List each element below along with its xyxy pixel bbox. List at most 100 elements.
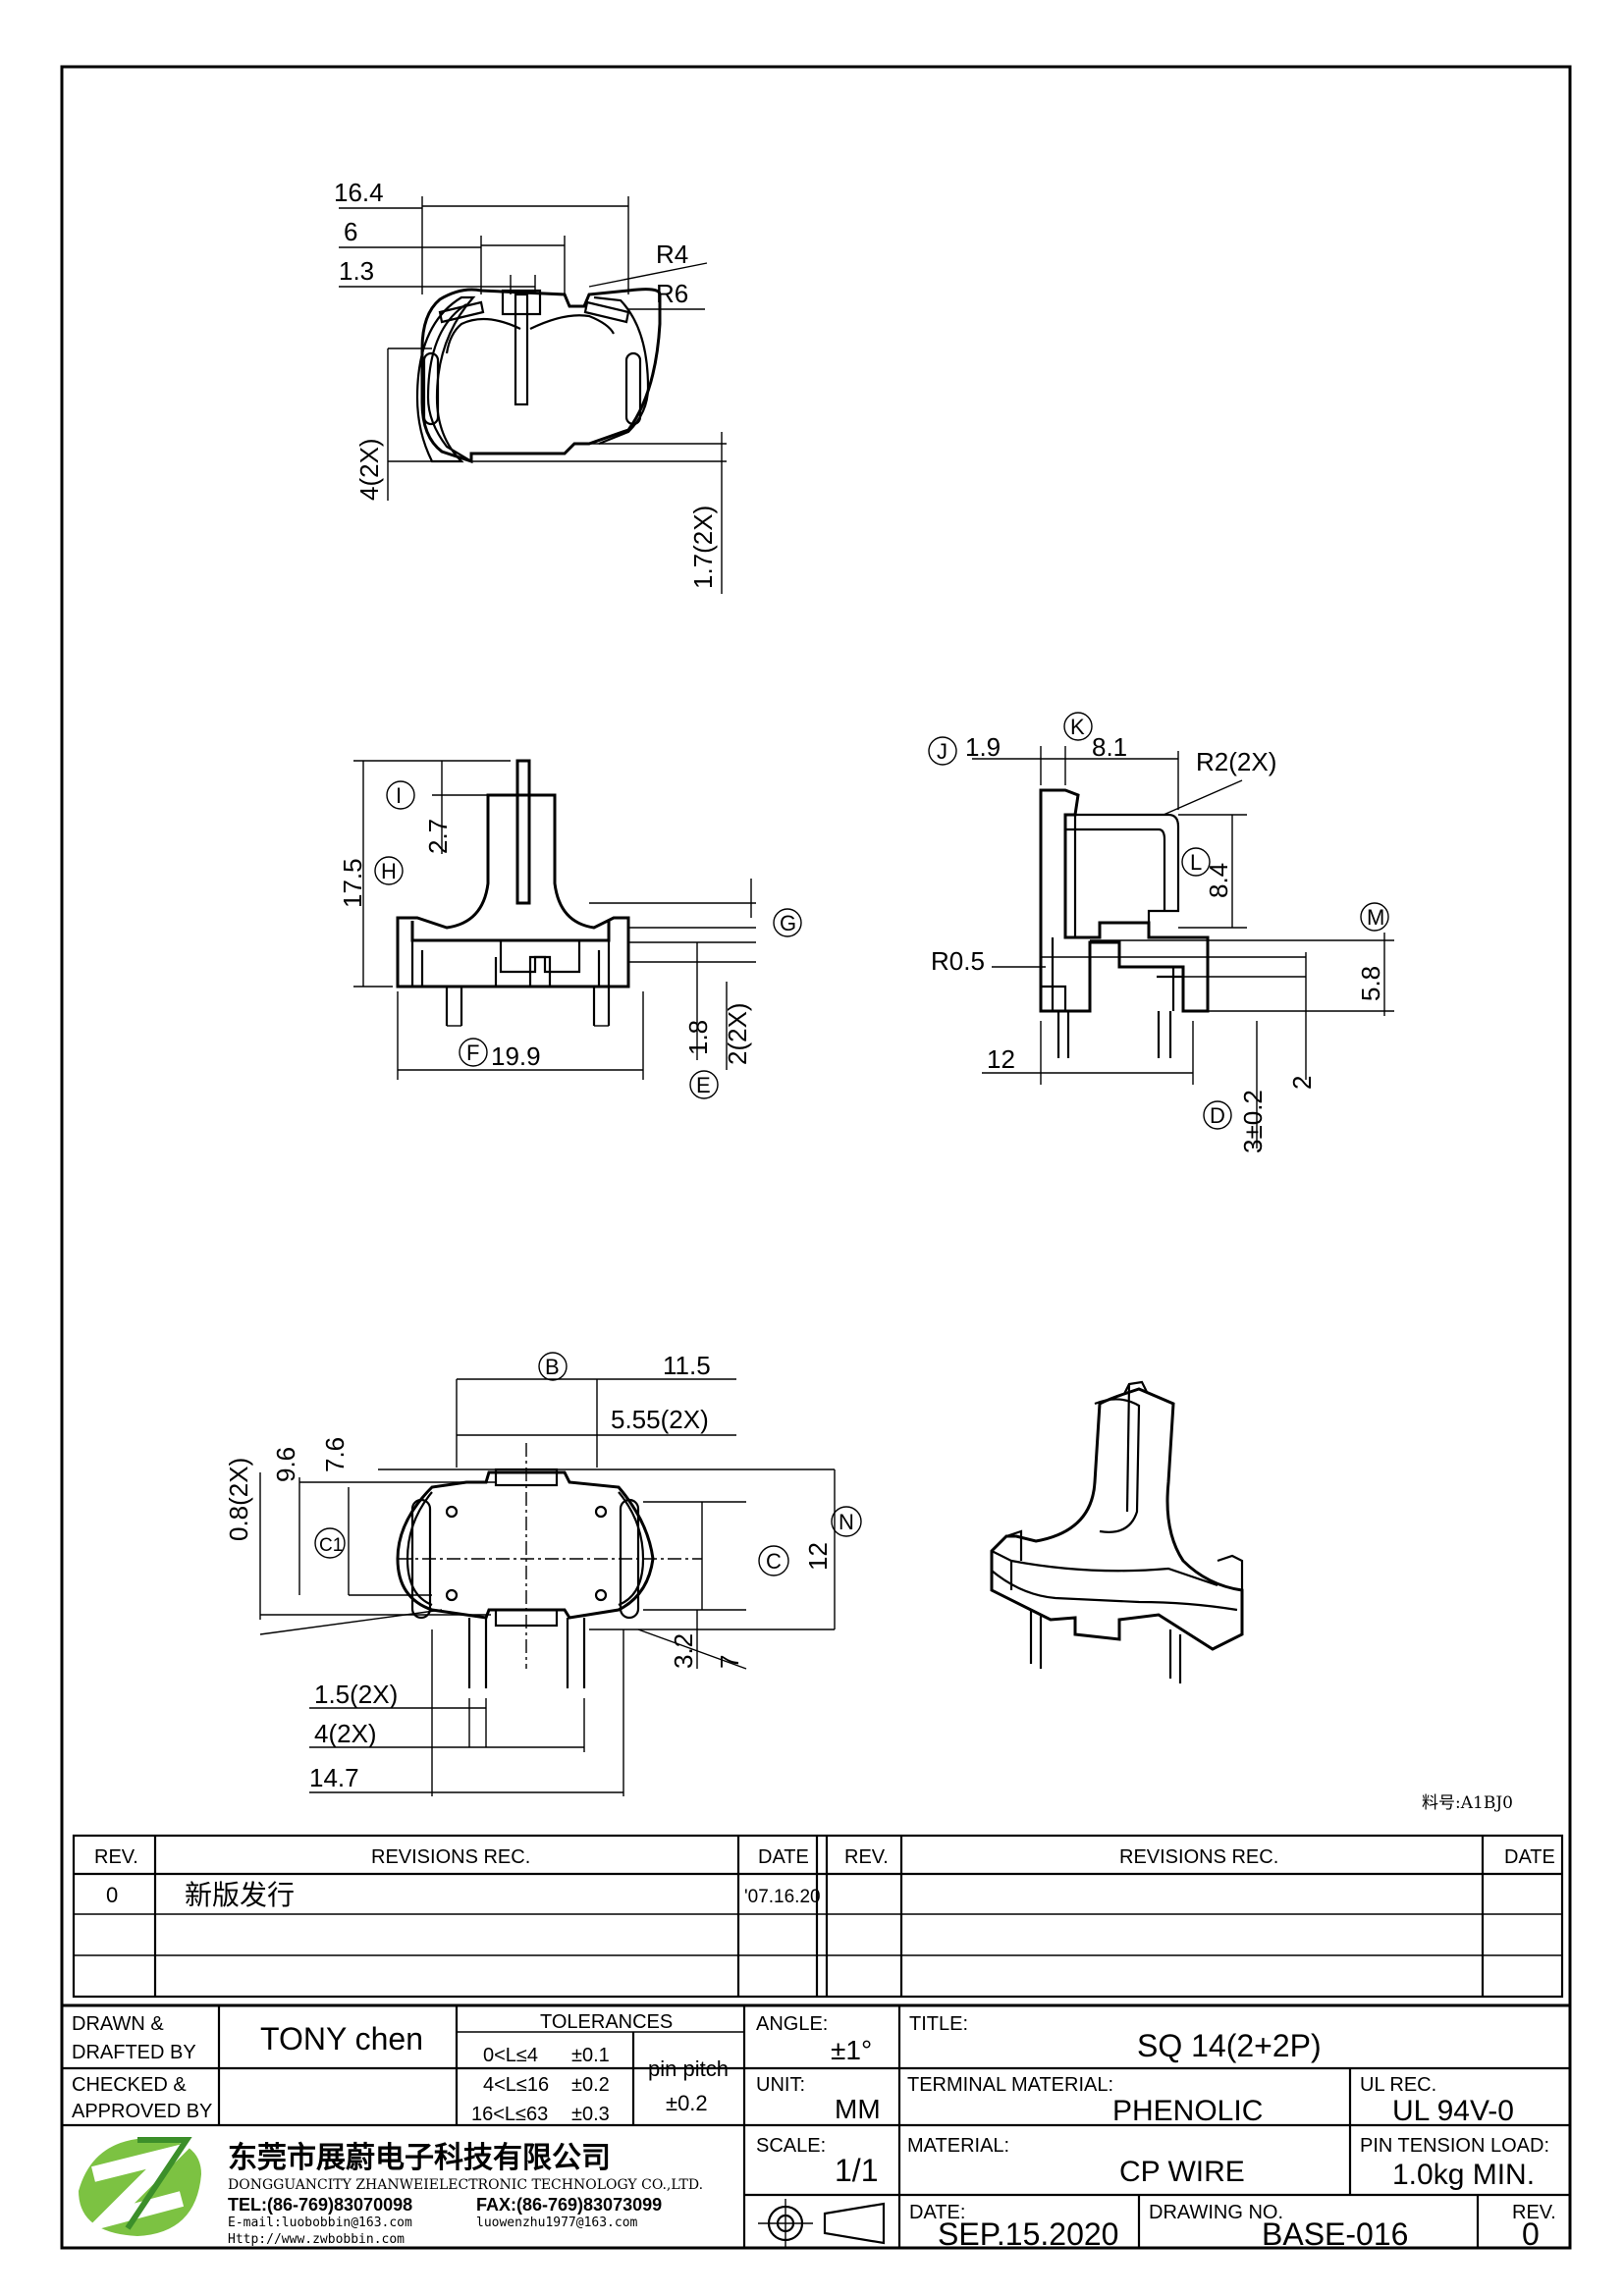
company-name-cn: 东莞市展蔚电子科技有限公司 [228, 2141, 611, 2175]
company-email: E-mail:luobobbin@163.com [228, 2216, 412, 2230]
company-tel: TEL:(86-769)83070098 [228, 2195, 412, 2215]
dim-bottom-1-5-2x: 1.5(2X) [314, 1680, 398, 1709]
dim-front-2-2x: 2(2X) [723, 1002, 752, 1065]
company-web: Http://www.zwbobbin.com [228, 2232, 405, 2247]
rev-value: 0 [1522, 2216, 1540, 2252]
dim-bottom-11-5: 11.5 [663, 1351, 711, 1380]
rev-row-0-rev: 0 [106, 1883, 118, 1907]
title-block: DRAWN & DRAFTED BY TONY chen CHECKED & A… [60, 2003, 1572, 2252]
checked-label-1: CHECKED & [72, 2074, 187, 2096]
scale-label: SCALE: [756, 2135, 826, 2157]
label-d: D [1210, 1103, 1225, 1128]
terminal-label: TERMINAL MATERIAL: [907, 2074, 1113, 2096]
pin-tension-value: 1.0kg MIN. [1392, 2159, 1535, 2191]
label-g: G [780, 911, 796, 935]
rev-header-rec-left: REVISIONS REC. [371, 1846, 530, 1868]
date-value: SEP.15.2020 [938, 2216, 1118, 2252]
label-b: B [545, 1355, 560, 1379]
dim-top-1-3: 1.3 [339, 256, 374, 286]
title-value: SQ 14(2+2P) [1137, 2028, 1322, 2063]
dim-top-16-4: 16.4 [334, 178, 384, 207]
dim-top-r4: R4 [656, 240, 688, 269]
tol-value-0: ±0.1 [571, 2045, 610, 2066]
rev-label: REV. [1512, 2202, 1556, 2223]
dim-side-3-0-2: 3±0.2 [1238, 1090, 1268, 1153]
label-c: C [766, 1549, 782, 1574]
part-code: 料号:A1BJ0 [1422, 1793, 1513, 1813]
label-h: H [381, 859, 397, 883]
dim-bottom-7: 7 [715, 1655, 744, 1669]
material-label: MATERIAL: [907, 2135, 1009, 2157]
company-info: 东莞市展蔚电子科技有限公司 DONGGUANCITY ZHANWEIELECTR… [79, 2137, 703, 2247]
dim-front-2-7: 2.7 [423, 819, 453, 854]
angle-value: ±1° [831, 2035, 872, 2065]
dim-side-r0-5: R0.5 [931, 946, 985, 976]
material-value: CP WIRE [1119, 2156, 1245, 2188]
terminal-value: PHENOLIC [1112, 2095, 1263, 2127]
drawn-label-2: DRAFTED BY [72, 2042, 196, 2063]
ul-value: UL 94V-0 [1392, 2095, 1514, 2127]
bottom-view: B 11.5 5.55(2X) 0.8(2X) 9.6 7.6 C1 C N 1… [224, 1351, 862, 1796]
dim-bottom-5-55-2x: 5.55(2X) [611, 1405, 709, 1434]
dim-top-1-7-2x: 1.7(2X) [688, 506, 718, 589]
dim-front-1-8: 1.8 [683, 1020, 713, 1055]
label-j: J [937, 739, 947, 764]
label-c1: C1 [319, 1535, 343, 1556]
drawn-value: TONY chen [260, 2021, 423, 2056]
drawing-no-label: DRAWING NO. [1149, 2202, 1283, 2223]
label-n: N [839, 1510, 854, 1534]
rev-row-0-date: '07.16.20 [744, 1887, 821, 1907]
drawn-label-1: DRAWN & [72, 2013, 164, 2035]
dim-side-5-8: 5.8 [1356, 966, 1385, 1001]
dim-side-8-1: 8.1 [1092, 732, 1127, 762]
dim-side-1-9: 1.9 [965, 732, 1001, 762]
dim-bottom-0-8-2x: 0.8(2X) [224, 1458, 253, 1541]
checked-label-2: APPROVED BY [72, 2101, 212, 2122]
company-logo-icon [79, 2137, 201, 2236]
unit-value: MM [835, 2094, 881, 2124]
company-name-en: DONGGUANCITY ZHANWEIELECTRONIC TECHNOLOG… [228, 2177, 703, 2193]
label-k: K [1070, 715, 1085, 739]
dim-side-12: 12 [987, 1044, 1015, 1074]
title-label: TITLE: [909, 2013, 968, 2035]
dim-bottom-7-6: 7.6 [320, 1437, 350, 1472]
side-view: J 1.9 K 8.1 R2(2X) L 8.4 M 5.8 R0.5 12 D… [928, 712, 1394, 1153]
label-m: M [1367, 905, 1384, 930]
scale-value: 1/1 [835, 2153, 878, 2188]
rev-row-0-rec: 新版发行 [185, 1879, 295, 1911]
dim-bottom-12: 12 [803, 1542, 833, 1571]
drawing-no-value: BASE-016 [1262, 2216, 1408, 2252]
pin-pitch-value: ±0.2 [666, 2091, 708, 2115]
label-f: F [466, 1041, 479, 1065]
date-label: DATE: [909, 2202, 965, 2223]
tol-range-0: 0<L≤4 [483, 2045, 538, 2066]
pin-tension-label: PIN TENSION LOAD: [1360, 2135, 1549, 2157]
label-l: L [1190, 850, 1202, 875]
dim-top-6: 6 [344, 217, 357, 246]
dim-top-4-2x: 4(2X) [354, 438, 384, 501]
isometric-view [990, 1380, 1244, 1683]
dim-top-r6: R6 [656, 279, 688, 308]
dim-bottom-4-2x: 4(2X) [314, 1719, 377, 1748]
tol-value-1: ±0.2 [571, 2074, 610, 2096]
label-i: I [396, 783, 402, 808]
unit-label: UNIT: [756, 2074, 805, 2096]
label-e: E [696, 1073, 711, 1097]
dim-bottom-9-6: 9.6 [271, 1447, 300, 1482]
tol-range-2: 16<L≤63 [471, 2104, 548, 2125]
tolerances-header: TOLERANCES [540, 2011, 673, 2033]
rev-header-rec-right: REVISIONS REC. [1119, 1846, 1278, 1868]
projection-symbol-icon [758, 2199, 886, 2248]
company-fax: FAX:(86-769)83073099 [476, 2195, 662, 2215]
dim-bottom-14-7: 14.7 [309, 1763, 359, 1792]
dim-side-r2-2x: R2(2X) [1196, 747, 1276, 776]
dim-front-17-5: 17.5 [338, 858, 367, 908]
company-email-2: luowenzhu1977@163.com [476, 2216, 638, 2230]
dim-side-8-4: 8.4 [1204, 863, 1233, 898]
dim-front-19-9: 19.9 [491, 1041, 541, 1071]
pin-pitch-label: pin pitch [648, 2056, 729, 2081]
dim-side-2: 2 [1287, 1076, 1317, 1090]
dim-bottom-3-2: 3.2 [669, 1633, 698, 1669]
tol-range-1: 4<L≤16 [483, 2074, 549, 2096]
